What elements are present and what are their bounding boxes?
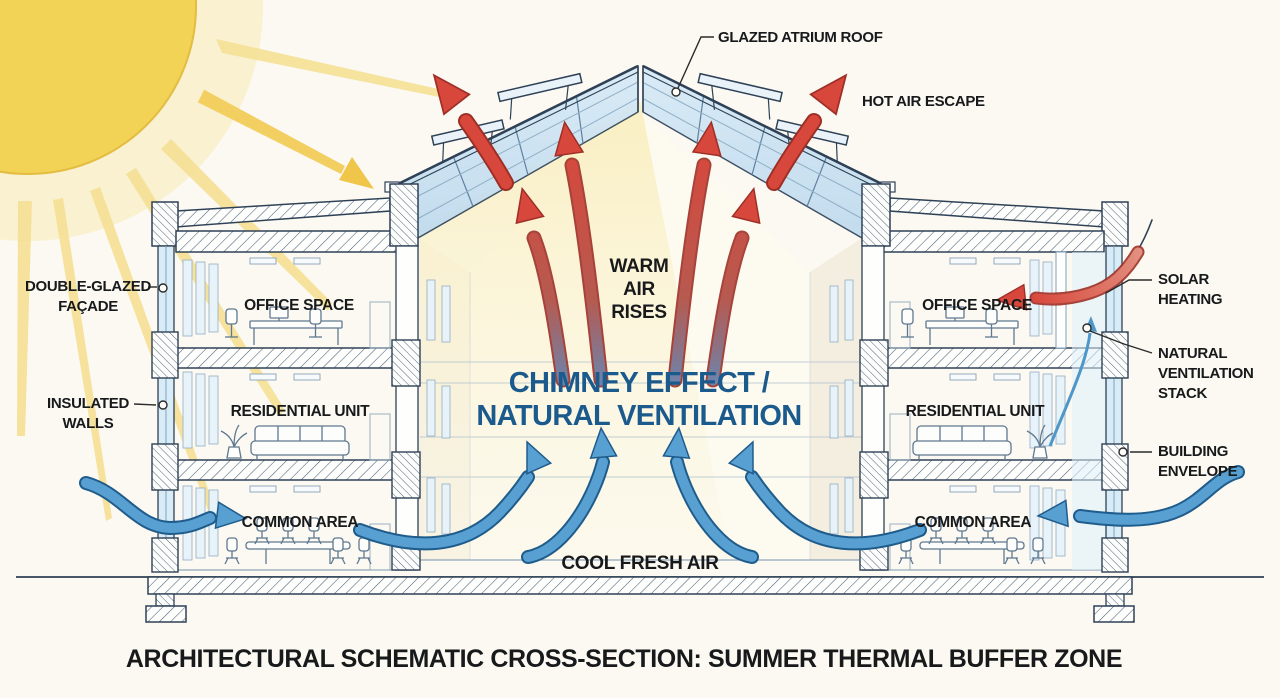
label-chimney-effect-2: NATURAL VENTILATION: [476, 400, 801, 432]
leader-dot-facade: [158, 283, 168, 293]
ceiling-lights: [249, 257, 321, 493]
label-common-left: COMMON AREA: [242, 514, 359, 531]
floor-slab: [881, 347, 1105, 369]
label-office-right: OFFICE SPACE: [922, 297, 1032, 314]
label-natvent-1: NATURAL: [1158, 345, 1227, 362]
diagram-title: ARCHITECTURAL SCHEMATIC CROSS-SECTION: S…: [126, 645, 1122, 673]
label-warm-air-2: AIR: [623, 279, 655, 300]
roof-vent-flaps: [430, 72, 850, 162]
atrium-parapet: [389, 183, 419, 247]
label-double-glazed-1: DOUBLE-GLAZED: [25, 278, 152, 295]
label-insulated-1: INSULATED: [47, 395, 129, 412]
label-solar-2: HEATING: [1158, 291, 1222, 308]
atrium-wall-lines: [420, 272, 862, 560]
atrium-slit-windows: [426, 279, 854, 535]
solar-heating-arrow: [994, 219, 1153, 314]
ground-slab: [147, 576, 1133, 595]
label-insulated-2: WALLS: [63, 415, 114, 432]
label-residential-right: RESIDENTIAL UNIT: [906, 403, 1046, 420]
label-envelope-2: ENVELOPE: [1158, 463, 1238, 480]
floor-slab: [175, 347, 399, 369]
leader-dot-envelope: [1118, 447, 1128, 457]
floor-slab: [881, 459, 1105, 481]
sofa: [912, 425, 1012, 461]
label-warm-air-1: WARM: [610, 256, 669, 277]
footing-left: [145, 605, 187, 623]
sunbeam-glow: [420, 100, 730, 558]
ground: [16, 576, 1264, 623]
label-warm-air-3: RISES: [611, 302, 667, 323]
label-residential-left: RESIDENTIAL UNIT: [231, 403, 371, 420]
leader-lines: [133, 36, 1153, 457]
label-office-left: OFFICE SPACE: [244, 297, 354, 314]
label-common-right: COMMON AREA: [915, 514, 1032, 531]
label-envelope-1: BUILDING: [1158, 443, 1228, 460]
label-glazed-atrium-roof: GLAZED ATRIUM ROOF: [718, 29, 883, 46]
leader-dot-walls: [158, 400, 168, 410]
sun-ray-arrow: [197, 89, 374, 189]
label-hot-air-escape: HOT AIR ESCAPE: [862, 93, 985, 110]
sun-disc: [0, 0, 197, 175]
label-natvent-3: STACK: [1158, 385, 1208, 402]
ceiling-lights: [949, 257, 1021, 493]
cool-air-arrows: [79, 426, 1245, 564]
sun: [0, 0, 263, 241]
atrium-interior: [418, 100, 862, 561]
atrium-parapet: [861, 183, 891, 247]
footing-right: [1093, 605, 1135, 623]
label-double-glazed-2: FAÇADE: [58, 298, 118, 315]
leader-dot-stack: [1082, 323, 1092, 333]
floor-slab: [175, 459, 399, 481]
sofa: [250, 425, 350, 461]
label-chimney-effect-1: CHIMNEY EFFECT /: [509, 367, 770, 399]
leader-dot-roof: [671, 87, 681, 97]
label-cool-fresh-air: COOL FRESH AIR: [561, 553, 719, 574]
label-natvent-2: VENTILATION: [1158, 365, 1254, 382]
warm-air-arrows: [507, 119, 769, 388]
label-solar-1: SOLAR: [1158, 271, 1209, 288]
hot-air-escape-arrows: [420, 64, 860, 191]
sun-ray-arrowhead: [339, 157, 374, 189]
